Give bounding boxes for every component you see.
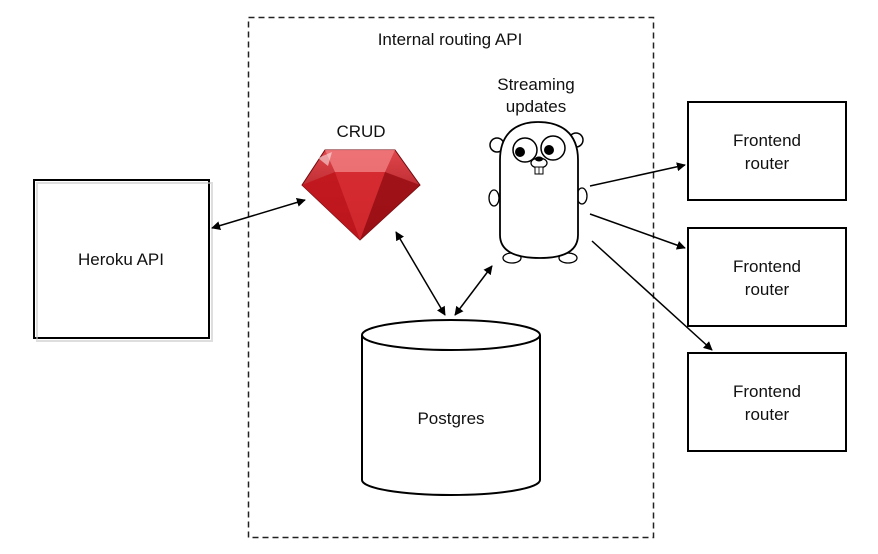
frontend-router-2-line2: router bbox=[745, 280, 790, 299]
internal-routing-api-boundary bbox=[247, 16, 655, 539]
frontend-router-box-2 bbox=[687, 227, 847, 327]
heroku-api-box bbox=[33, 179, 210, 339]
heroku-crud-arrow bbox=[211, 198, 306, 230]
frontend-router-1-line1: Frontend bbox=[733, 131, 801, 150]
crud-label: CRUD bbox=[336, 122, 385, 141]
frontend-router-1-line2: router bbox=[745, 154, 790, 173]
go-gopher-icon bbox=[488, 121, 588, 264]
streaming-updates-label-line1: Streaming bbox=[497, 75, 574, 94]
frontend-router-2-line1: Frontend bbox=[733, 257, 801, 276]
streaming-router-2-arrow bbox=[589, 213, 686, 250]
internal-routing-api-title: Internal routing API bbox=[378, 30, 523, 49]
frontend-router-box-3 bbox=[687, 352, 847, 452]
streaming-updates-label-line2: updates bbox=[506, 97, 567, 116]
heroku-api-label: Heroku API bbox=[78, 250, 164, 269]
postgres-database bbox=[361, 319, 541, 496]
crud-postgres-arrow bbox=[395, 231, 446, 316]
frontend-router-box-1 bbox=[687, 101, 847, 201]
streaming-router-1-arrow bbox=[589, 162, 686, 187]
ruby-gem-icon bbox=[301, 149, 421, 241]
postgres-label: Postgres bbox=[417, 409, 484, 428]
frontend-router-3-line1: Frontend bbox=[733, 382, 801, 401]
streaming-router-3-arrow bbox=[591, 240, 713, 351]
postgres-streaming-arrow bbox=[454, 265, 493, 316]
frontend-router-3-line2: router bbox=[745, 405, 790, 424]
